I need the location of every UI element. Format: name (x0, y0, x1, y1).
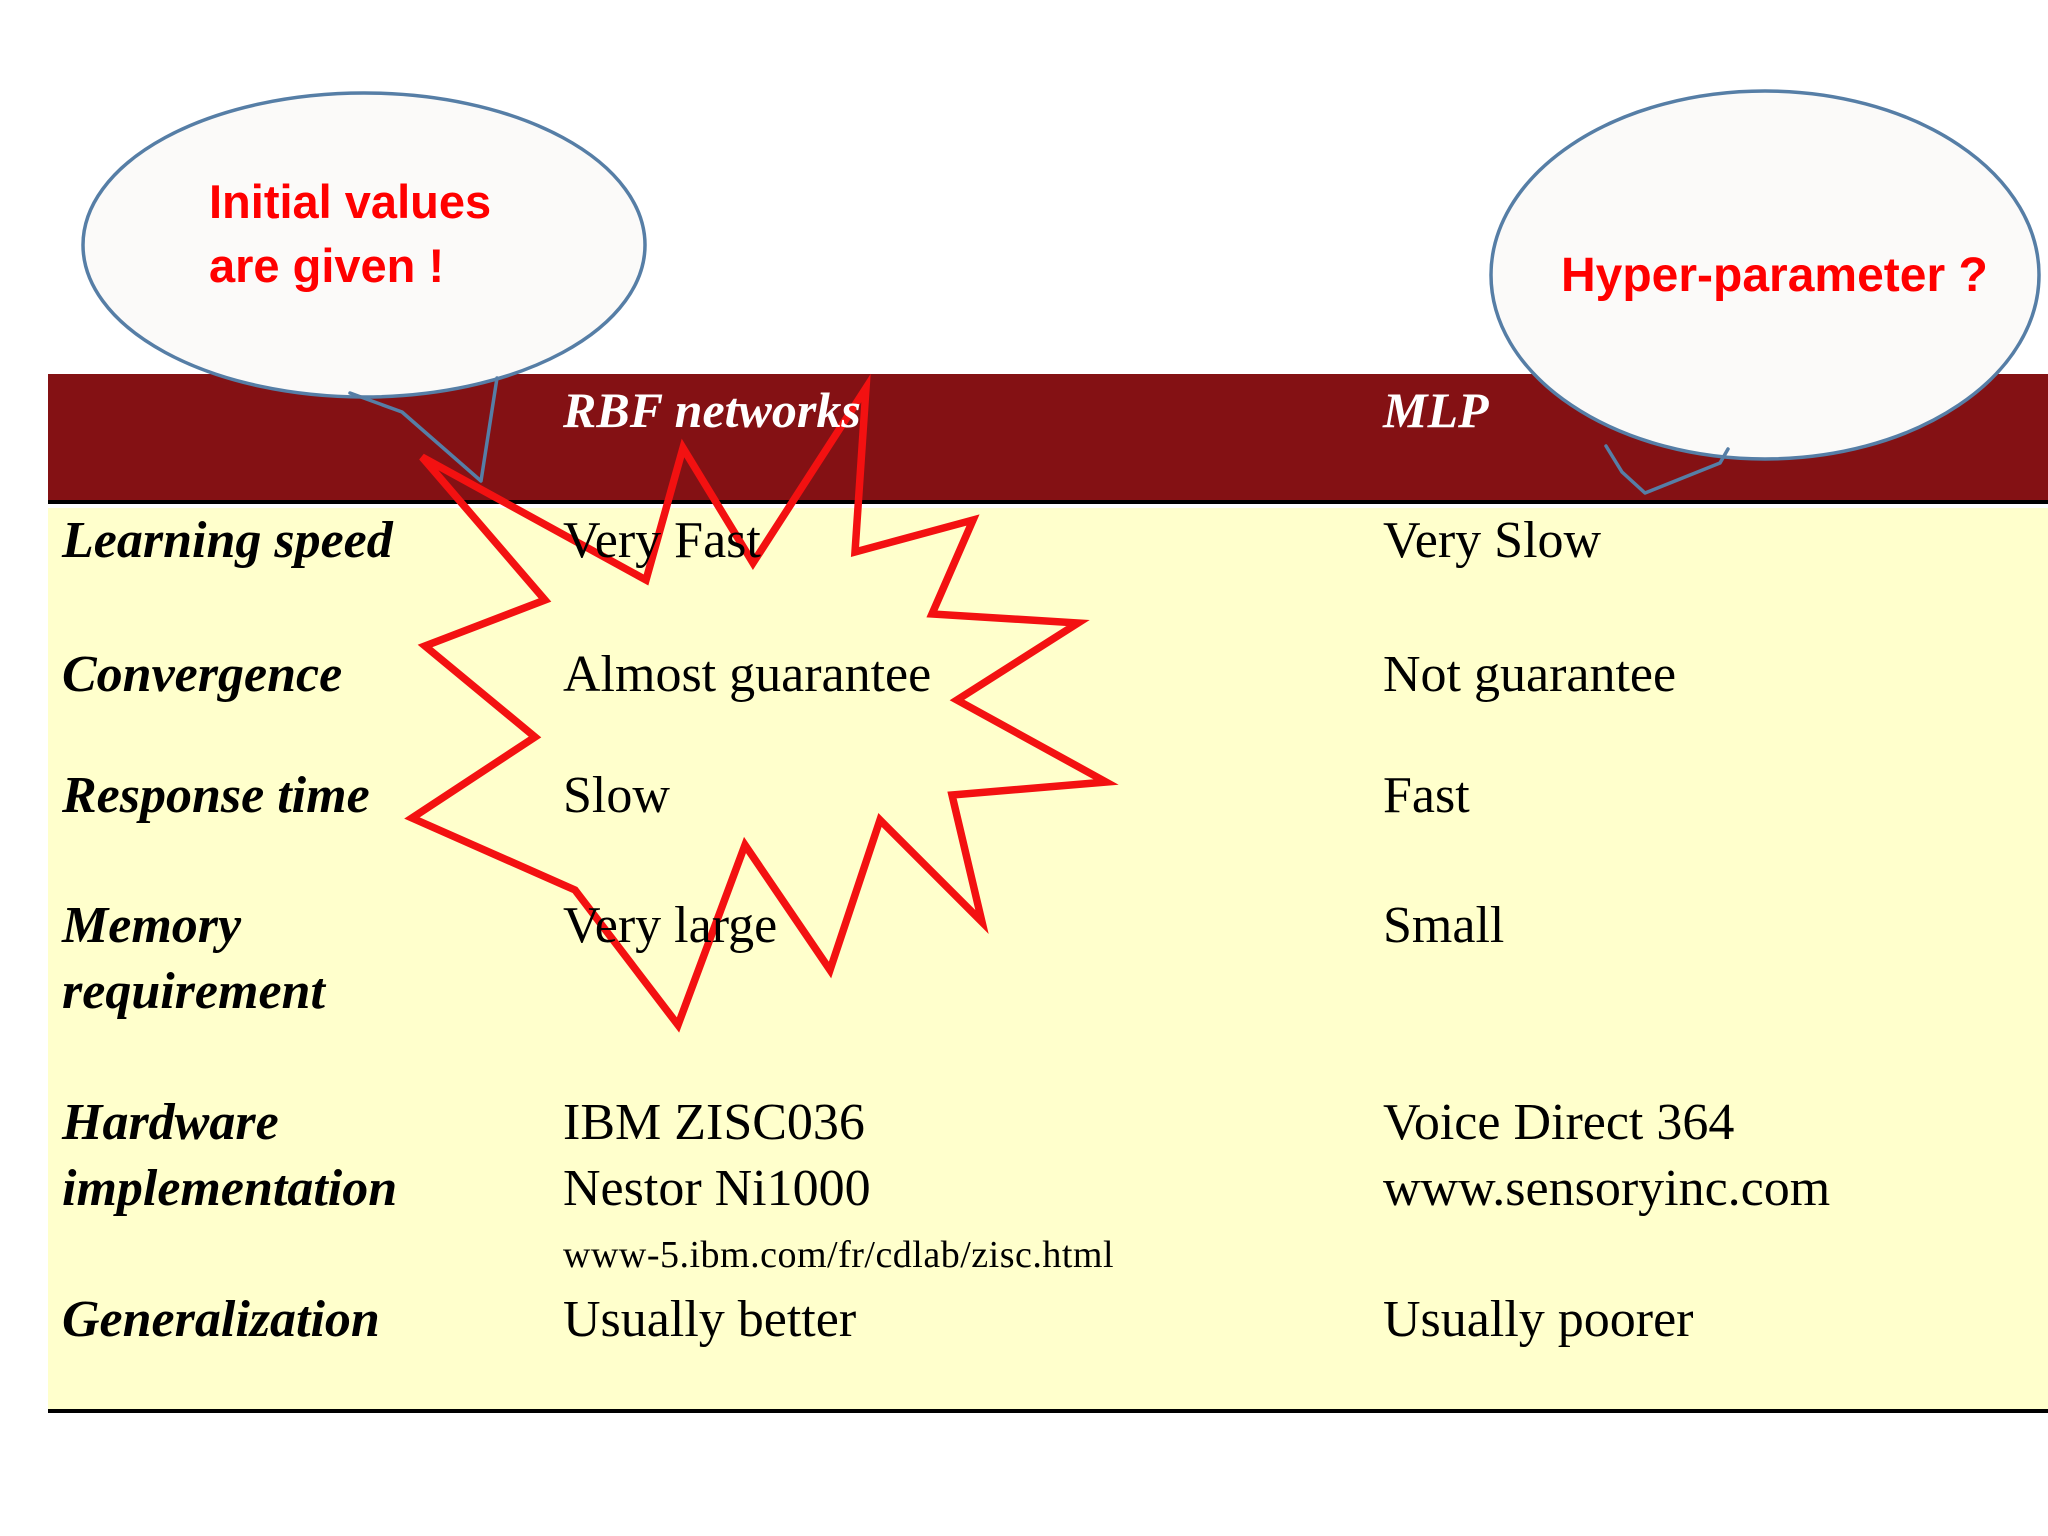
cell-mlp-learning-speed: Very Slow (1383, 512, 1602, 569)
cell-rbf-response-time: Slow (563, 767, 670, 824)
hardware-line-2: www.sensoryinc.com (1383, 1160, 1831, 1217)
callout-right-text: Hyper-parameter ? (1561, 249, 1988, 302)
hardware-line-1: Voice Direct 364 (1383, 1094, 1735, 1151)
cell-rbf-convergence: Almost guarantee (563, 646, 932, 703)
header-cell-mlp: MLP (1383, 382, 1489, 438)
right-callout-bubble (1489, 89, 2041, 461)
cell-mlp-memory: Small (1383, 897, 1505, 954)
cell-rbf-memory: Very large (563, 897, 778, 954)
row-label-response-time: Response time (62, 767, 370, 824)
callout-left-text: Initial values are given ! (209, 170, 491, 298)
hardware-line-1: IBM ZISC036 (563, 1094, 865, 1151)
label-line-1: Memory (62, 897, 242, 954)
callout-left-line-1: Initial values (209, 175, 492, 228)
cell-rbf-hardware: IBM ZISC036 Nestor Ni1000 www-5.ibm.com/… (563, 1090, 1114, 1288)
hardware-line-2: Nestor Ni1000 (563, 1160, 871, 1217)
row-label-memory-requirement: Memory requirement (62, 893, 325, 1025)
header-cell-rbf: RBF networks (563, 382, 861, 438)
hardware-url: www-5.ibm.com/fr/cdlab/zisc.html (563, 1234, 1115, 1276)
cell-mlp-generalization: Usually poorer (1383, 1291, 1694, 1348)
cell-mlp-hardware: Voice Direct 364 www.sensoryinc.com (1383, 1090, 1830, 1222)
label-line-2: requirement (62, 963, 325, 1020)
row-label-convergence: Convergence (62, 646, 343, 703)
cell-mlp-response-time: Fast (1383, 767, 1470, 824)
row-label-hardware-implementation: Hardware implementation (62, 1090, 397, 1222)
label-line-1: Hardware (62, 1094, 279, 1151)
cell-mlp-convergence: Not guarantee (1383, 646, 1677, 703)
right-callout-tail (1604, 444, 1730, 495)
table-bottom-border (48, 1409, 2048, 1413)
left-callout-tail (348, 376, 499, 483)
starburst-shape (404, 373, 1119, 1033)
row-label-learning-speed: Learning speed (62, 512, 393, 569)
label-line-2: implementation (62, 1160, 398, 1217)
table-body-background (48, 508, 2048, 1409)
callout-left-line-2: are given ! (209, 239, 445, 292)
row-label-generalization: Generalization (62, 1291, 380, 1348)
cell-rbf-generalization: Usually better (563, 1291, 857, 1348)
cell-rbf-learning-speed: Very Fast (563, 512, 761, 569)
